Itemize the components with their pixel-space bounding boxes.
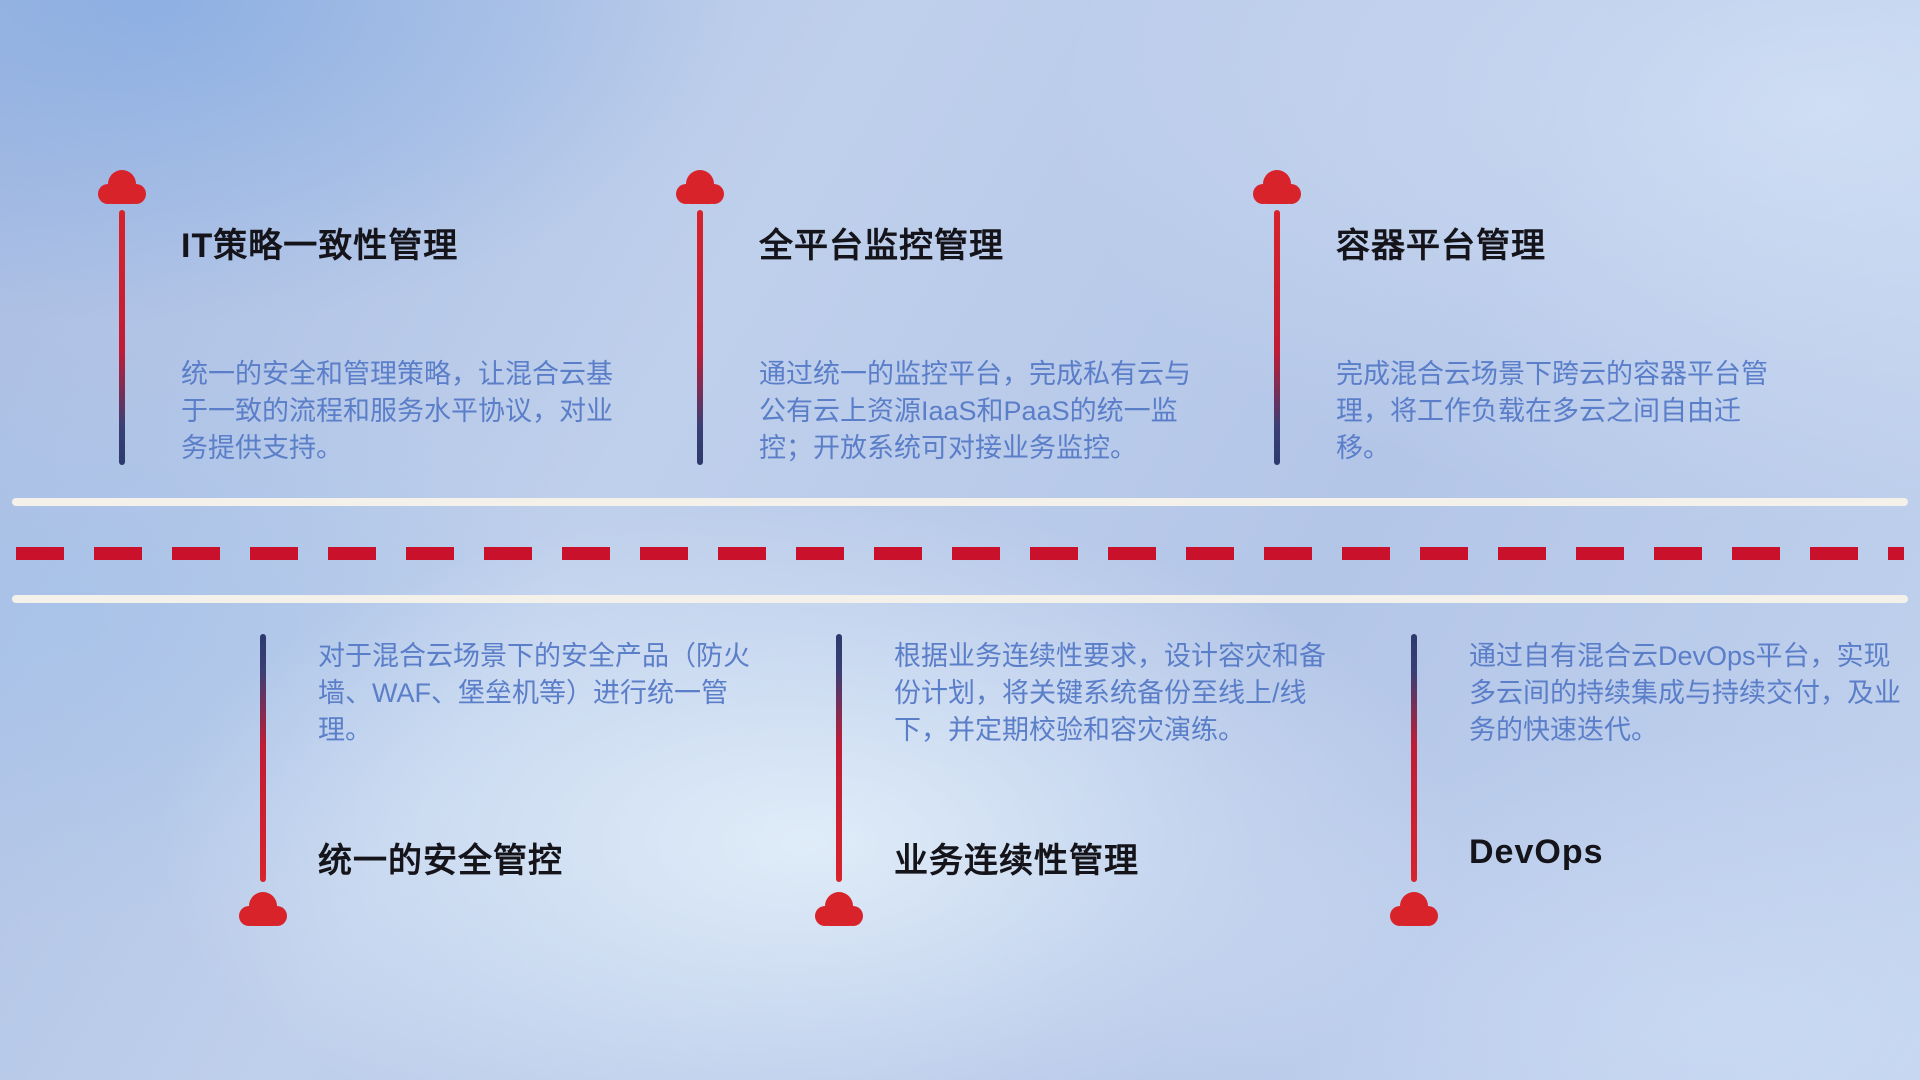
item-description: 根据业务连续性要求，设计容灾和备份计划，将关键系统备份至线上/线下，并定期校验和… (894, 641, 1326, 745)
item-title: 业务连续性管理 (894, 842, 1139, 880)
timeline-stem (697, 210, 703, 465)
milestone-pin-top-1 (94, 168, 150, 465)
cloud-shape (1253, 170, 1301, 204)
cloud-icon (676, 170, 724, 204)
item-description: 统一的安全和管理策略，让混合云基于一致的流程和服务水平协议，对业务提供支持。 (181, 359, 613, 463)
cloud-icon (239, 892, 287, 926)
cloud-shape (815, 892, 863, 926)
timeline-stem (836, 634, 842, 882)
cloud-shape (676, 170, 724, 204)
item-description: 对于混合云场景下的安全产品（防火墙、WAF、堡垒机等）进行统一管理。 (318, 641, 750, 745)
timeline-stem (119, 210, 125, 465)
item-title: 统一的安全管控 (318, 842, 563, 880)
cloud-icon (1253, 170, 1301, 204)
item-title: 容器平台管理 (1336, 227, 1546, 265)
timeline-stem (260, 634, 266, 882)
item-description: 完成混合云场景下跨云的容器平台管理，将工作负载在多云之间自由迁移。 (1336, 359, 1768, 463)
item-title: DevOps (1469, 833, 1604, 871)
cloud-shape (98, 170, 146, 204)
cloud-icon (1390, 892, 1438, 926)
milestone-pin-top-3 (1249, 168, 1305, 465)
item-description: 通过统一的监控平台，完成私有云与公有云上资源IaaS和PaaS的统一监控；开放系… (759, 359, 1191, 463)
milestone-pin-bottom-2 (811, 634, 867, 928)
item-title: 全平台监控管理 (759, 227, 1004, 265)
milestone-pin-top-2 (672, 168, 728, 465)
road-center-dashed-line (16, 547, 1904, 560)
road-top-line (12, 498, 1908, 506)
milestone-pin-bottom-1 (235, 634, 291, 928)
road-bottom-line (12, 595, 1908, 603)
item-title: IT策略一致性管理 (181, 227, 459, 265)
timeline-stem (1274, 210, 1280, 465)
cloud-icon (815, 892, 863, 926)
milestone-pin-bottom-3 (1386, 634, 1442, 928)
cloud-shape (1390, 892, 1438, 926)
item-description: 通过自有混合云DevOps平台，实现多云间的持续集成与持续交付，及业务的快速迭代… (1469, 641, 1901, 745)
timeline-stem (1411, 634, 1417, 882)
cloud-shape (239, 892, 287, 926)
cloud-icon (98, 170, 146, 204)
